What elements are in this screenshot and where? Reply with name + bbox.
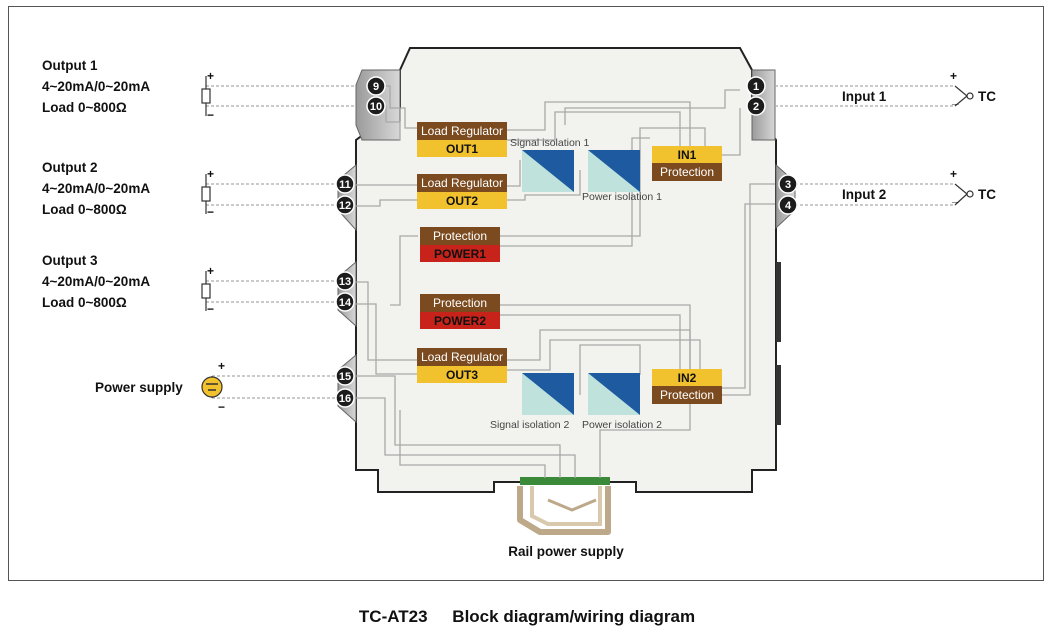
terminals: 9 10 11 12 13 14 15 16 1 2 3 4 (335, 76, 798, 408)
signal-isolation-2-label: Signal isolation 2 (490, 419, 570, 431)
svg-text:Protection: Protection (660, 165, 714, 179)
svg-text:−: − (207, 302, 214, 316)
power-isolation-2-label: Power isolation 2 (582, 419, 662, 431)
svg-text:3: 3 (785, 179, 791, 191)
diagram-frame (8, 6, 1044, 581)
terminal-1: 1 (746, 76, 766, 96)
svg-text:+: + (207, 264, 214, 278)
svg-text:_: _ (951, 92, 959, 106)
input-1-label: Input 1 (842, 89, 887, 104)
svg-text:2: 2 (753, 101, 759, 113)
terminal-15: 15 (335, 366, 355, 386)
terminal-16: 16 (335, 388, 355, 408)
output-1-load: Load 0~800Ω (42, 100, 127, 115)
svg-text:Protection: Protection (433, 296, 487, 310)
svg-text:11: 11 (339, 179, 351, 191)
svg-text:IN1: IN1 (678, 148, 697, 162)
polarity-signs-right: + _ + _ (950, 69, 959, 204)
load-regulator-out3: Load Regulator OUT3 (417, 348, 507, 383)
terminal-2: 2 (746, 96, 766, 116)
output-3-load: Load 0~800Ω (42, 295, 127, 310)
external-wiring-left (206, 85, 356, 399)
output-3-range: 4~20mA/0~20mA (42, 274, 150, 289)
signal-isolation-1-label: Signal isolation 1 (510, 137, 590, 149)
power-supply-icon (201, 376, 223, 398)
caption-model: TC-AT23 (358, 607, 428, 626)
terminal-13: 13 (335, 271, 355, 291)
in1-protection: IN1 Protection (652, 146, 722, 181)
figure-caption: TC-AT23 Block diagram/wiring diagram (0, 607, 1054, 627)
terminal-14: 14 (335, 292, 355, 312)
in2-protection: IN2 Protection (652, 369, 722, 404)
output-2-range: 4~20mA/0~20mA (42, 181, 150, 196)
input-2-sensor: TC (978, 187, 996, 202)
block-diagram: 9 10 11 12 13 14 15 16 1 2 3 4 Load Regu… (42, 47, 996, 559)
terminal-10: 10 (366, 96, 386, 116)
svg-text:+: + (207, 167, 214, 181)
svg-text:IN2: IN2 (678, 371, 697, 385)
terminal-4: 4 (778, 195, 798, 215)
svg-text:−: − (218, 400, 225, 414)
protection-power1: Protection POWER1 (420, 227, 500, 262)
svg-text:OUT1: OUT1 (446, 142, 478, 156)
svg-text:13: 13 (339, 276, 351, 288)
external-wiring-right (775, 85, 955, 206)
rail-power-supply-label: Rail power supply (508, 544, 624, 559)
svg-text:1: 1 (753, 81, 759, 93)
svg-text:−: − (207, 205, 214, 219)
load-regulator-out2: Load Regulator OUT2 (417, 174, 507, 209)
svg-text:_: _ (951, 190, 959, 204)
output-2-labels: Output 2 4~20mA/0~20mA Load 0~800Ω (42, 160, 150, 217)
caption-title: Block diagram/wiring diagram (452, 607, 696, 626)
signal-isolation-2 (522, 373, 574, 415)
svg-text:14: 14 (339, 297, 352, 309)
svg-text:Load Regulator: Load Regulator (421, 350, 503, 364)
terminal-9: 9 (366, 76, 386, 96)
power-isolation-2 (588, 373, 640, 415)
svg-text:+: + (207, 69, 214, 83)
power-supply-label: Power supply (95, 380, 183, 395)
output-1-labels: Output 1 4~20mA/0~20mA Load 0~800Ω (42, 58, 150, 115)
rail-connector (517, 477, 611, 535)
terminal-11: 11 (335, 174, 355, 194)
svg-text:+: + (950, 167, 957, 181)
power-isolation-1-label: Power isolation 1 (582, 191, 662, 203)
svg-text:OUT2: OUT2 (446, 194, 478, 208)
svg-text:−: − (207, 108, 214, 122)
svg-text:Load Regulator: Load Regulator (421, 176, 503, 190)
signal-isolation-1 (522, 150, 574, 192)
svg-text:+: + (218, 359, 225, 373)
output-1-title: Output 1 (42, 58, 98, 73)
input-1-sensor: TC (978, 89, 996, 104)
terminal-12: 12 (335, 195, 355, 215)
svg-text:12: 12 (339, 200, 351, 212)
load-resistors (201, 76, 211, 311)
protection-power2: Protection POWER2 (420, 294, 500, 329)
output-3-labels: Output 3 4~20mA/0~20mA Load 0~800Ω (42, 253, 150, 310)
output-2-load: Load 0~800Ω (42, 202, 127, 217)
output-2-title: Output 2 (42, 160, 98, 175)
output-1-range: 4~20mA/0~20mA (42, 79, 150, 94)
svg-text:9: 9 (373, 81, 379, 93)
svg-text:4: 4 (785, 200, 792, 212)
svg-text:POWER1: POWER1 (434, 247, 486, 261)
svg-text:16: 16 (339, 393, 351, 405)
output-3-title: Output 3 (42, 253, 98, 268)
svg-text:Protection: Protection (433, 229, 487, 243)
svg-text:15: 15 (339, 371, 351, 383)
power-isolation-1 (588, 150, 640, 192)
thermocouple-icons (954, 85, 974, 206)
svg-text:10: 10 (370, 101, 382, 113)
svg-text:Protection: Protection (660, 388, 714, 402)
terminal-3: 3 (778, 174, 798, 194)
input-2-label: Input 2 (842, 187, 886, 202)
load-regulator-out1: Load Regulator OUT1 (417, 122, 507, 157)
svg-text:+: + (950, 69, 957, 83)
svg-text:Load Regulator: Load Regulator (421, 124, 503, 138)
svg-text:OUT3: OUT3 (446, 368, 478, 382)
svg-text:POWER2: POWER2 (434, 314, 486, 328)
polarity-signs-left: + − + − + − + − (207, 69, 225, 414)
